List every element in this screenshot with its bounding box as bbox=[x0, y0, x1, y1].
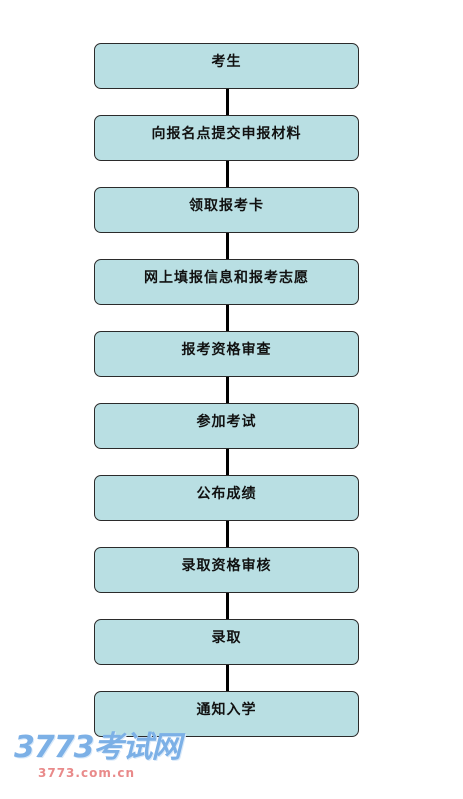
step-publish-scores: 公布成绩 bbox=[94, 475, 359, 521]
step-submit-materials: 向报名点提交申报材料 bbox=[94, 115, 359, 161]
step-label: 领取报考卡 bbox=[189, 198, 264, 214]
step-label: 参加考试 bbox=[196, 414, 257, 430]
step-take-exam: 参加考试 bbox=[94, 403, 359, 449]
step-label: 报考资格审查 bbox=[181, 342, 272, 358]
connector-9 bbox=[226, 665, 229, 691]
step-label: 录取 bbox=[211, 630, 242, 646]
step-candidate: 考生 bbox=[94, 43, 359, 89]
connector-5 bbox=[226, 377, 229, 403]
connector-7 bbox=[226, 521, 229, 547]
step-admission-review: 录取资格审核 bbox=[94, 547, 359, 593]
connector-2 bbox=[226, 161, 229, 187]
step-label: 公布成绩 bbox=[196, 486, 257, 502]
step-qualification-review: 报考资格审查 bbox=[94, 331, 359, 377]
connector-8 bbox=[226, 593, 229, 619]
connector-4 bbox=[226, 305, 229, 331]
step-enrollment-notice: 通知入学 bbox=[94, 691, 359, 737]
connector-3 bbox=[226, 233, 229, 259]
watermark-logo-text: 3773考试网 bbox=[14, 730, 181, 765]
connector-6 bbox=[226, 449, 229, 475]
step-label: 考生 bbox=[211, 54, 242, 70]
watermark-url: 3773.com.cn bbox=[38, 766, 136, 780]
step-online-application: 网上填报信息和报考志愿 bbox=[94, 259, 359, 305]
connector-1 bbox=[226, 89, 229, 115]
step-get-exam-card: 领取报考卡 bbox=[94, 187, 359, 233]
step-label: 通知入学 bbox=[196, 702, 257, 718]
step-label: 网上填报信息和报考志愿 bbox=[144, 270, 309, 286]
step-label: 录取资格审核 bbox=[181, 558, 272, 574]
step-admission: 录取 bbox=[94, 619, 359, 665]
site-watermark: 3773考试网 3773.com.cn bbox=[14, 730, 181, 781]
step-label: 向报名点提交申报材料 bbox=[151, 126, 302, 142]
